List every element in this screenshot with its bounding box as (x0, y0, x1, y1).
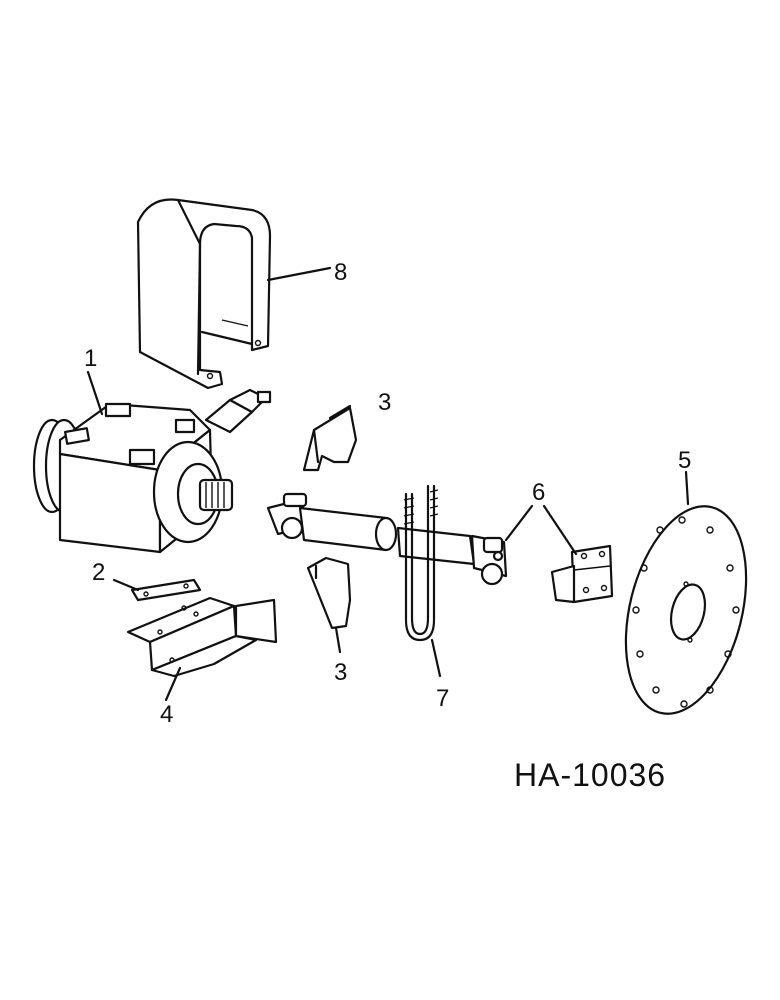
yoke-bracket-part-6 (550, 544, 614, 604)
gearbox-part-1 (32, 388, 272, 554)
guard-part-3-upper (302, 406, 358, 472)
leader-7 (430, 638, 442, 678)
u-bolt-part-7 (403, 484, 439, 642)
callout-2: 2 (92, 559, 105, 586)
leader-3-lower (334, 626, 342, 654)
leader-2 (112, 578, 140, 592)
callout-7: 7 (436, 685, 449, 712)
callout-5: 5 (678, 447, 691, 474)
leader-1 (86, 370, 104, 416)
callout-6: 6 (532, 479, 545, 506)
callout-4: 4 (160, 701, 173, 728)
leader-6 (504, 504, 578, 556)
figure-id: HA-10036 (514, 757, 666, 793)
mounting-bracket-part-4 (126, 596, 278, 678)
callout-8: 8 (334, 259, 347, 286)
flex-disc-part-5 (624, 505, 748, 715)
leader-3-upper (328, 404, 352, 420)
leader-4 (164, 666, 182, 702)
leader-5 (684, 470, 690, 506)
leader-lines (86, 266, 690, 702)
guard-part-3-lower (306, 556, 352, 630)
leader-8 (266, 266, 332, 282)
drive-shaft (266, 492, 508, 586)
callout-3-lower: 3 (334, 659, 347, 686)
callout-1: 1 (84, 345, 97, 372)
shield-part-8 (136, 198, 272, 390)
shim-part-2 (130, 578, 202, 602)
callout-3-upper: 3 (378, 389, 391, 416)
